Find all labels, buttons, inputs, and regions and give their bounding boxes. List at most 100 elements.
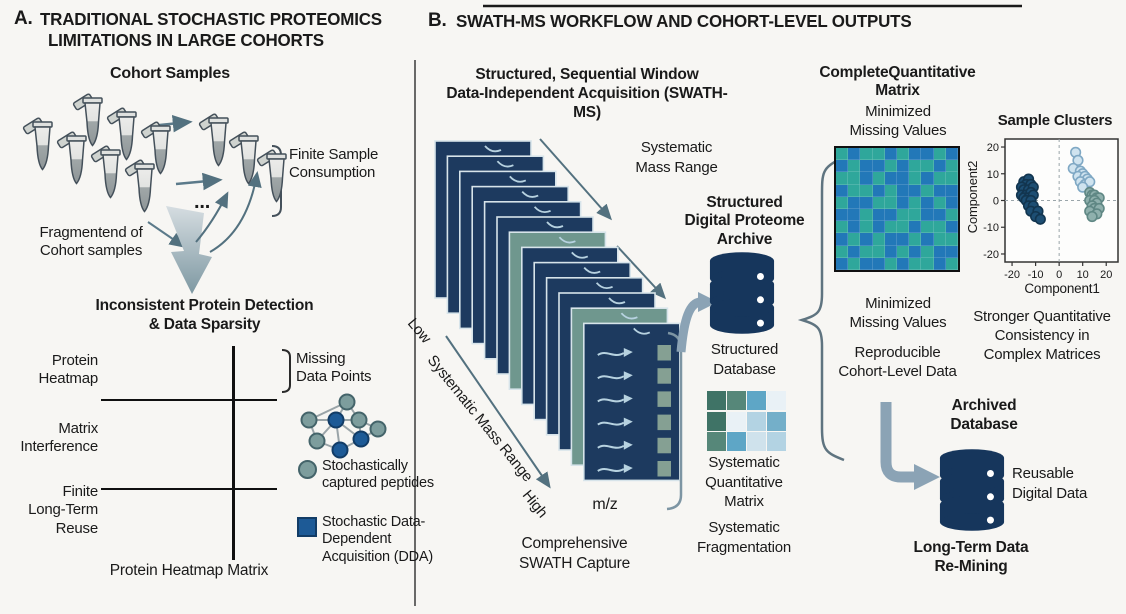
y-tick-label: 20 [987, 142, 999, 154]
y-tick-label: 10 [987, 169, 999, 181]
swath-heading-line1: Structured, Sequential Window [475, 66, 699, 83]
panel-a-title-line1: TRADITIONAL STOCHASTIC PROTEOMICS [40, 9, 382, 29]
matrix-cell [836, 208, 849, 222]
matrix-cell [848, 221, 861, 234]
reusable-line2: Digital Data [1012, 484, 1088, 502]
matrix-cell [848, 196, 861, 209]
longterm-line2: Re-Mining [934, 558, 1008, 576]
matrix-cell [945, 233, 958, 246]
matrix-cell [921, 233, 934, 246]
matrix-cell [860, 196, 873, 209]
matrix-cell [909, 184, 922, 197]
sqm-cell [767, 411, 786, 431]
matrix-cell [872, 160, 885, 173]
matrix-cell [945, 245, 958, 258]
reusable-line1: Reusable [1012, 465, 1074, 482]
archive-title-line3: Archive [716, 230, 773, 248]
minimized-line2: Missing Values [849, 313, 947, 331]
matrix-cell [836, 148, 849, 161]
reproducible-line1: Reproducible [854, 344, 941, 361]
matrix-cell [860, 221, 873, 234]
fragmented-line1: Fragmentend of [39, 224, 143, 241]
matrix-cell [872, 221, 885, 234]
row-label-line: Interference [20, 438, 98, 456]
matrix-cell [921, 221, 934, 234]
archived-database-label: Archived Database [928, 396, 1040, 435]
complete-quantitative-matrix [834, 146, 960, 272]
reproducible-line2: Cohort-Level Data [838, 362, 957, 380]
sys-frag-line1: Systematic [708, 519, 780, 536]
matrix-cell [884, 208, 897, 222]
systematic-fragmentation-label: Systematic Fragmentation [680, 518, 808, 557]
arrow-mass-range-top [539, 138, 612, 221]
matrix-cell [933, 208, 946, 222]
arrow-to-archive [676, 297, 702, 353]
window-glyph [546, 221, 564, 229]
window-glyph [633, 327, 651, 335]
row-label-line: Finite [62, 483, 99, 500]
matrix-cell [909, 208, 922, 222]
network-node-teal [369, 420, 387, 438]
matrix-cell [884, 160, 897, 173]
matrix-cell [860, 245, 873, 258]
archive-title-line1: Structured [706, 194, 783, 211]
network-node-navy [352, 430, 370, 448]
sample-clusters-title: Sample Clusters [997, 112, 1113, 129]
matrix-cell [848, 233, 861, 246]
matrix-cell [884, 172, 897, 185]
matrix-cell [884, 245, 897, 258]
database-icon-archive [709, 252, 775, 334]
matrix-cell [836, 257, 849, 270]
sys-mass-line2: Mass Range [635, 158, 718, 176]
matrix-cell [896, 257, 910, 270]
fragment-wave-arrow [597, 375, 625, 380]
sqm-cell [767, 432, 786, 451]
matrix-cell [945, 148, 958, 161]
structured-database-label: Structured Database [692, 340, 797, 379]
matrix-cell [896, 160, 910, 173]
matrix-cell [848, 160, 861, 173]
matrix-cell [884, 233, 897, 246]
matrix-cell [921, 160, 934, 173]
finite-sample-label: Finite Sample Consumption [289, 146, 404, 183]
fragment-wave-arrowhead [623, 464, 633, 473]
archived-line1: Archived [951, 397, 1017, 414]
matrix-cell [921, 257, 934, 270]
heatmap-divider-h1 [101, 398, 277, 401]
matrix-cell [860, 148, 873, 161]
sqm-cell [747, 391, 766, 410]
sqm-line2: Quantitative [705, 473, 783, 491]
matrix-cell [836, 172, 849, 185]
matrix-cell [909, 160, 922, 173]
matrix-cell [848, 148, 861, 161]
matrix-cell [872, 184, 885, 197]
complete-line1: CompleteQuantitative [819, 64, 976, 81]
window-glyph [484, 145, 502, 153]
arrow-to-archive-head [698, 292, 718, 312]
row-label-line: Protein [51, 352, 98, 369]
mz-segment [657, 414, 671, 431]
matrix-cell [836, 221, 849, 234]
sqm-cell [707, 411, 726, 431]
missing-line1: Missing [296, 350, 346, 367]
comprehensive-line1: Comprehensive [521, 535, 628, 552]
row-label-line: Reuse [55, 519, 99, 537]
mz-segment [657, 345, 671, 361]
matrix-cell [945, 257, 958, 270]
x-tick-label: 10 [1077, 269, 1089, 281]
matrix-cell [848, 172, 861, 185]
window-glyph [558, 236, 576, 244]
matrix-cell [909, 257, 922, 270]
longterm-line1: Long-Term Data [913, 539, 1029, 556]
fragment-wave-arrow [597, 468, 625, 472]
x-tick-label: -10 [1028, 269, 1044, 281]
fragment-wave-arrow [597, 352, 625, 356]
sample-tube-icon [124, 158, 155, 213]
matrix-cell [872, 233, 885, 246]
cohort-tubes [22, 92, 287, 213]
bracket-missing-data [281, 349, 291, 393]
window-glyph [571, 251, 589, 259]
matrix-cell [921, 172, 934, 185]
window-glyph [620, 312, 638, 320]
mz-label: m/z [592, 496, 618, 513]
